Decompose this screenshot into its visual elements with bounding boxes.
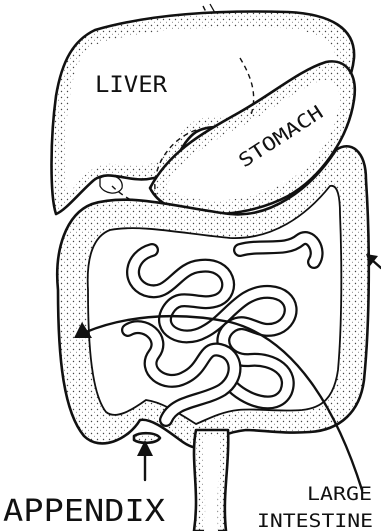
- appendix-label: APPENDIX: [3, 494, 165, 529]
- large-intestine-label-line2: INTESTINE: [257, 510, 373, 531]
- gallbladder: [100, 176, 122, 193]
- rectum-inner: [203, 436, 220, 531]
- liver-label: LIVER: [95, 73, 168, 98]
- appendix: [134, 433, 160, 443]
- large-intestine-label-line1: LARGE: [307, 483, 372, 505]
